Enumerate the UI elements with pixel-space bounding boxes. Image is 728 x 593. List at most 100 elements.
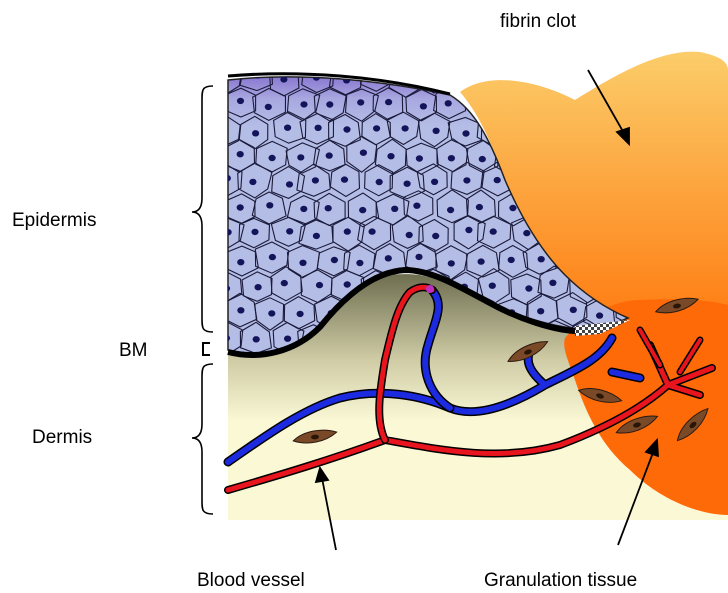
label-granulation-tissue: Granulation tissue bbox=[484, 570, 637, 591]
cell-nucleus bbox=[373, 125, 380, 131]
cell-nucleus bbox=[429, 72, 436, 78]
cell-nucleus bbox=[266, 202, 273, 208]
cell-nucleus bbox=[326, 101, 333, 107]
cell-nucleus bbox=[252, 130, 259, 136]
cell-nucleus bbox=[299, 260, 306, 266]
cell-nucleus bbox=[359, 207, 366, 213]
cell-nucleus bbox=[251, 229, 258, 235]
cell-nucleus bbox=[570, 307, 577, 313]
cell-nucleus bbox=[385, 255, 392, 261]
cell-nucleus bbox=[237, 98, 244, 104]
label-fibrin-clot: fibrin clot bbox=[500, 11, 577, 32]
label-blood-vessel: Blood vessel bbox=[197, 570, 305, 591]
cell-nucleus bbox=[549, 280, 556, 286]
cell-nucleus bbox=[284, 336, 291, 342]
cell-nucleus bbox=[489, 283, 496, 289]
cell-nucleus bbox=[554, 78, 561, 84]
cell-nucleus bbox=[525, 285, 532, 291]
cell-nucleus bbox=[300, 206, 307, 212]
cell-nucleus bbox=[357, 99, 364, 105]
cell-nucleus bbox=[331, 257, 338, 263]
cell-nucleus bbox=[284, 125, 291, 131]
dermis-brace bbox=[192, 364, 213, 514]
cell-nucleus bbox=[344, 228, 351, 234]
cell-nucleus bbox=[538, 256, 545, 262]
cell-nucleus bbox=[463, 177, 470, 183]
cell-nucleus bbox=[448, 155, 455, 161]
cell-nucleus bbox=[341, 176, 348, 182]
cell-nucleus bbox=[249, 179, 256, 185]
cell-nucleus bbox=[316, 282, 323, 288]
cell-nucleus bbox=[387, 153, 394, 159]
cell-nucleus bbox=[281, 280, 288, 286]
cell-nucleus bbox=[376, 179, 383, 185]
cell-nucleus bbox=[494, 177, 501, 183]
label-epidermis: Epidermis bbox=[12, 210, 96, 231]
cell-nucleus bbox=[360, 150, 367, 156]
cell-nucleus bbox=[297, 154, 304, 160]
cell-nucleus bbox=[537, 308, 544, 314]
bm-brace bbox=[203, 343, 210, 355]
cell-nucleus bbox=[223, 285, 230, 291]
epidermis-brace bbox=[192, 86, 213, 332]
cell-nucleus bbox=[219, 128, 226, 134]
cell-nucleus bbox=[225, 229, 232, 235]
cell-nucleus bbox=[237, 151, 244, 157]
cell-nucleus bbox=[269, 155, 276, 161]
cell-nucleus bbox=[445, 100, 452, 106]
cell-nucleus bbox=[237, 259, 244, 265]
cell-nucleus bbox=[286, 181, 293, 187]
cell-nucleus bbox=[312, 177, 319, 183]
cell-nucleus bbox=[596, 312, 603, 318]
cell-nucleus bbox=[237, 307, 244, 313]
cell-nucleus bbox=[286, 228, 293, 234]
cell-nucleus bbox=[255, 284, 262, 290]
cell-nucleus bbox=[524, 76, 531, 82]
cell-nucleus bbox=[413, 203, 420, 209]
cell-nucleus bbox=[356, 260, 363, 266]
cell-nucleus bbox=[344, 281, 351, 287]
label-dermis: Dermis bbox=[32, 427, 92, 448]
cell-nucleus bbox=[343, 126, 350, 132]
cell-nucleus bbox=[509, 205, 516, 211]
cell-nucleus bbox=[523, 230, 530, 236]
cell-nucleus bbox=[476, 204, 483, 210]
cell-nucleus bbox=[315, 125, 322, 131]
cell-nucleus bbox=[465, 227, 472, 233]
cell-nucleus bbox=[297, 311, 304, 317]
cell-nucleus bbox=[280, 76, 287, 82]
cell-nucleus bbox=[253, 336, 260, 342]
cell-nucleus bbox=[325, 205, 332, 211]
cell-nucleus bbox=[415, 254, 422, 260]
cell-nucleus bbox=[385, 99, 392, 105]
cell-nucleus bbox=[479, 156, 486, 162]
cell-nucleus bbox=[300, 101, 307, 107]
cell-nucleus bbox=[431, 179, 438, 185]
cell-nucleus bbox=[402, 125, 409, 131]
cell-nucleus bbox=[265, 104, 272, 110]
label-bm: BM bbox=[119, 340, 148, 361]
cell-nucleus bbox=[462, 130, 469, 136]
cell-nucleus bbox=[268, 310, 275, 316]
cell-nucleus bbox=[464, 75, 471, 81]
cell-nucleus bbox=[448, 260, 455, 266]
cell-nucleus bbox=[433, 128, 440, 134]
cell-nucleus bbox=[369, 228, 376, 234]
cell-nucleus bbox=[326, 152, 333, 158]
cell-nucleus bbox=[406, 232, 413, 238]
cell-nucleus bbox=[490, 228, 497, 234]
cell-nucleus bbox=[478, 258, 485, 264]
cell-nucleus bbox=[237, 204, 244, 210]
cell-nucleus bbox=[223, 335, 230, 341]
cell-nucleus bbox=[447, 207, 454, 213]
cell-nucleus bbox=[420, 103, 427, 109]
cell-nucleus bbox=[404, 181, 411, 187]
cell-nucleus bbox=[508, 257, 515, 263]
cell-nucleus bbox=[416, 155, 423, 161]
cell-nucleus bbox=[391, 206, 398, 212]
cell-nucleus bbox=[313, 233, 320, 239]
cell-nucleus bbox=[269, 254, 276, 260]
cell-nucleus bbox=[578, 74, 585, 80]
cell-nucleus bbox=[432, 233, 439, 239]
